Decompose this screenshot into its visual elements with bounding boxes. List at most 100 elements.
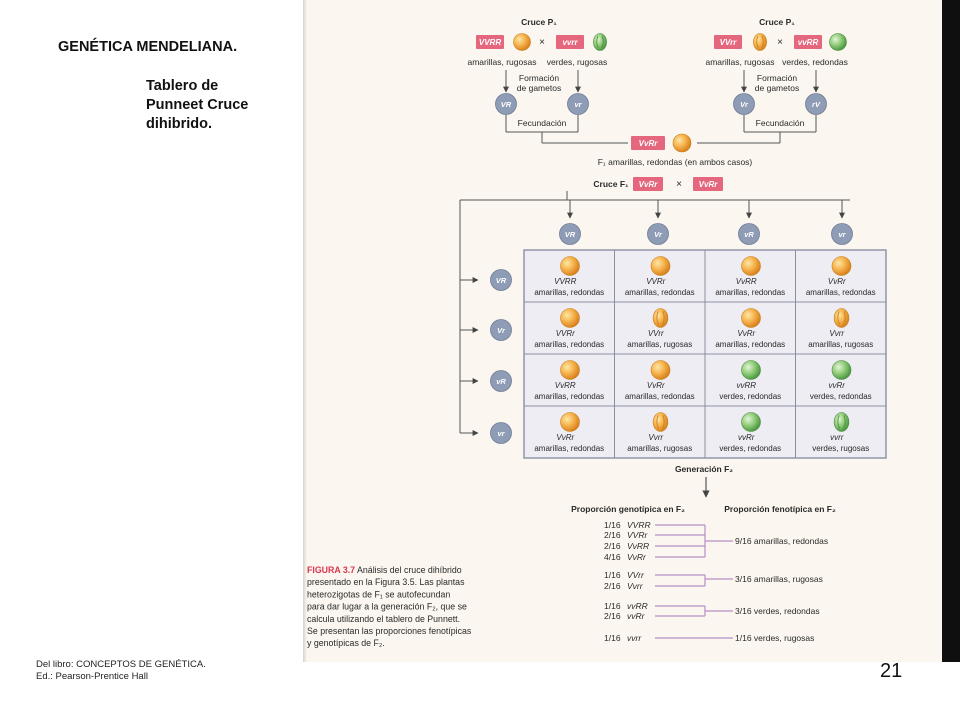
cell-phenotype: verdes, redondas xyxy=(719,444,781,453)
slide-subtitle: Tablero de Punneet Cruce dihibrido. xyxy=(146,77,296,134)
pea-wrinkle-mark xyxy=(837,415,846,429)
yellow-round-pea-icon xyxy=(650,360,671,380)
gamete-label: Vr xyxy=(654,230,663,239)
f1-caption: F₁ amarillas, redondas (en ambos casos) xyxy=(598,157,753,167)
cross-title: Cruce P₁ xyxy=(521,17,557,27)
figure-caption-line: heterozigotas de F₁ se autofecundan xyxy=(307,589,450,599)
yellow-wrinkled-pea-icon xyxy=(753,33,767,51)
f1-parent-box xyxy=(693,177,723,191)
yellow-wrinkled-pea-icon xyxy=(652,412,669,432)
page-number: 21 xyxy=(880,660,903,682)
cell-genotype: vvRr xyxy=(738,433,755,442)
green-round-pea-icon xyxy=(741,412,761,432)
cell-genotype: VvRr xyxy=(556,433,574,442)
green-round-pea-icon xyxy=(741,360,761,380)
f1-cross-label: Cruce F₁ xyxy=(593,179,629,189)
f1-parent-box xyxy=(633,177,663,191)
cell-genotype: VvRr xyxy=(828,277,846,286)
column-gamete xyxy=(559,223,581,245)
cell-phenotype: amarillas, redondas xyxy=(534,444,604,453)
parent-genotype-box xyxy=(794,35,822,49)
cross-symbol: × xyxy=(777,37,783,48)
genotype-ratio: 2/16 xyxy=(604,530,621,540)
green-round-pea-icon xyxy=(829,33,847,51)
cell-phenotype: amarillas, rugosas xyxy=(627,340,692,349)
yellow-round-pea-icon xyxy=(513,33,531,51)
parent-genotype-box xyxy=(714,35,742,49)
cell-genotype: Vvrr xyxy=(648,433,663,442)
figure-caption-line: FIGURA 3.7 Análisis del cruce dihíbrido xyxy=(307,565,462,575)
pea-wrinkle-mark xyxy=(596,35,604,49)
cell-phenotype: amarillas, redondas xyxy=(534,340,604,349)
cell-genotype: Vvrr xyxy=(829,329,844,338)
parent-genotype-box xyxy=(556,35,584,49)
row-gamete xyxy=(490,422,512,444)
genotype-name: VVrr xyxy=(627,570,645,580)
cell-phenotype: amarillas, redondas xyxy=(715,340,785,349)
gamete-label: vr xyxy=(574,100,582,109)
figure-caption-line: calcula utilizando el tablero de Punnett… xyxy=(307,614,460,624)
cell-phenotype: verdes, redondas xyxy=(719,392,781,401)
cell-genotype: VvRr xyxy=(737,329,755,338)
genotype-name: vvRr xyxy=(627,611,646,621)
phenotype-ratio: 3/16 verdes, redondas xyxy=(735,606,820,616)
cell-genotype: VVRr xyxy=(556,329,575,338)
genotype-ratio: 1/16 xyxy=(604,633,621,643)
figure-caption-line: Se presentan las proporciones fenotípica… xyxy=(307,626,472,636)
gamete-label: vr xyxy=(497,429,505,438)
cell-phenotype: amarillas, redondas xyxy=(534,288,604,297)
genotype-box-label: vvrr xyxy=(562,38,578,47)
genotype-ratio: 2/16 xyxy=(604,541,621,551)
gamete-label: Vr xyxy=(740,100,749,109)
cell-genotype: VVRr xyxy=(646,277,665,286)
cell-genotype: vvRr xyxy=(829,381,846,390)
genotypic-header: Proporción genotípica en F₂ xyxy=(571,504,685,514)
pea-wrinkle-mark xyxy=(656,415,665,429)
cell-genotype: VvRr xyxy=(647,381,665,390)
column-gamete xyxy=(647,223,669,245)
fertilization-label: Fecundación xyxy=(518,118,567,128)
fertilization-label: Fecundación xyxy=(756,118,805,128)
cross-symbol: × xyxy=(676,179,682,190)
caption-text: Análisis del cruce dihíbrido xyxy=(355,565,462,575)
cell-genotype: vvRR xyxy=(736,381,756,390)
green-wrinkled-pea-icon xyxy=(593,33,607,51)
cell-phenotype: verdes, redondas xyxy=(810,392,872,401)
subtitle-line: Tablero de xyxy=(146,78,219,94)
subtitle-line: Punneet Cruce xyxy=(146,97,249,113)
genotype-ratio: 2/16 xyxy=(604,611,621,621)
gamete-label: vR xyxy=(496,377,506,386)
yellow-round-pea-icon xyxy=(650,256,671,276)
parent-phenotype-label: verdes, rugosas xyxy=(547,57,607,67)
phenotype-ratio: 3/16 amarillas, rugosas xyxy=(735,574,823,584)
genotype-name: Vvrr xyxy=(627,581,644,591)
cell-phenotype: verdes, rugosas xyxy=(812,444,869,453)
genotype-ratio: 2/16 xyxy=(604,581,621,591)
f2-label: Generación F₂ xyxy=(675,464,733,474)
gamete-label: vr xyxy=(838,230,846,239)
credit-line: Del libro: CONCEPTOS DE GENÉTICA. xyxy=(36,659,206,670)
genotype-name: VVRr xyxy=(627,530,648,540)
parent-genotype-box xyxy=(476,35,504,49)
gamete-formation-label: Formación xyxy=(757,73,797,83)
parent-phenotype-label: amarillas, rugosas xyxy=(468,57,537,67)
cell-genotype: VvRR xyxy=(736,277,757,286)
figure-caption-line: presentado en la Figura 3.5. Las plantas xyxy=(307,577,465,587)
genotype-box-label: VVRR xyxy=(479,38,501,47)
row-gamete xyxy=(490,269,512,291)
yellow-round-pea-icon xyxy=(741,308,761,328)
phenotypic-header: Proporción fenotípica en F₂ xyxy=(724,504,836,514)
pea-wrinkle-mark xyxy=(837,311,846,325)
genotype-ratio: 1/16 xyxy=(604,601,621,611)
figure-caption-line: para dar lugar a la generación F₂, que s… xyxy=(307,602,467,612)
cross-symbol: × xyxy=(539,37,545,48)
gamete-circle xyxy=(567,93,589,115)
genotype-box-label: vvRR xyxy=(798,38,819,47)
connector-lines xyxy=(459,70,850,498)
genotype-box-label: VVrr xyxy=(720,38,738,47)
genotype-box-label: VvRr xyxy=(639,139,659,148)
cross-title: Cruce P₁ xyxy=(759,17,795,27)
credit-line: Ed.: Pearson-Prentice Hall xyxy=(36,671,148,682)
gamete-label: rV xyxy=(812,100,821,109)
cell-phenotype: amarillas, rugosas xyxy=(808,340,873,349)
